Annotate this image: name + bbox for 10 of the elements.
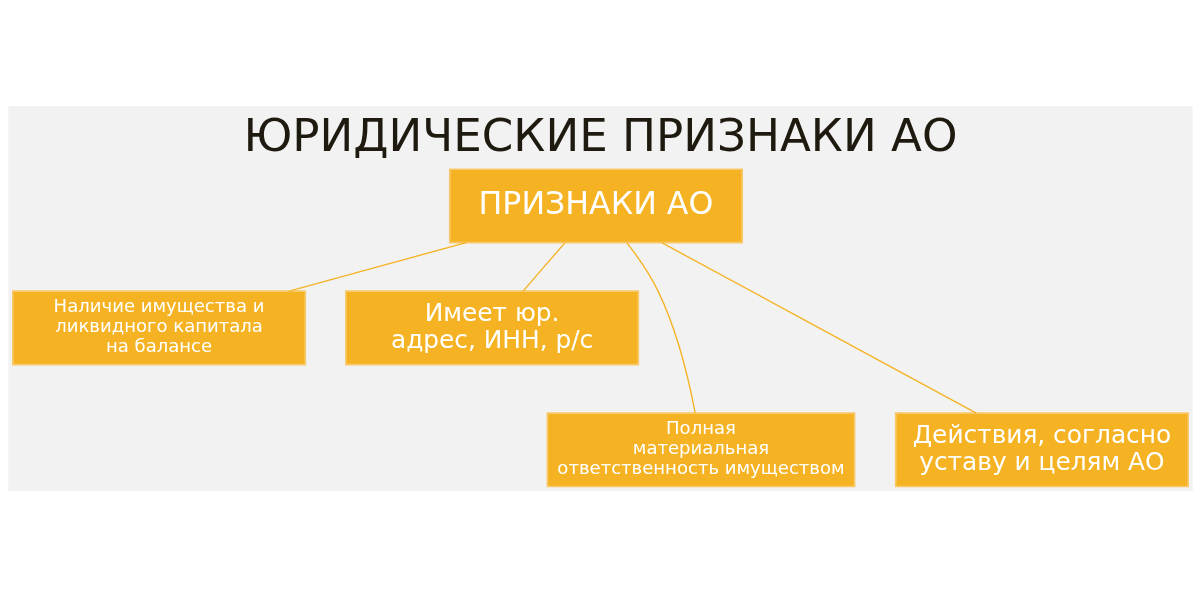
- node-box: Имеет юр. адрес, ИНН, р/с: [345, 290, 640, 366]
- connector: [661, 242, 977, 414]
- connector: [522, 241, 566, 292]
- diagram-title: ЮРИДИЧЕСКИЕ ПРИЗНАКИ АО: [243, 109, 958, 163]
- node-box: Наличие имущества и ликвидного капитала на балансе: [12, 290, 307, 366]
- node-box: Действия, согласно уставу и целям АО: [894, 412, 1189, 488]
- connector: [626, 242, 696, 414]
- node-box: ПРИЗНАКИ АО: [448, 168, 744, 244]
- connector: [288, 241, 467, 292]
- node-box: Полная материальная ответственность имуществом: [546, 412, 856, 488]
